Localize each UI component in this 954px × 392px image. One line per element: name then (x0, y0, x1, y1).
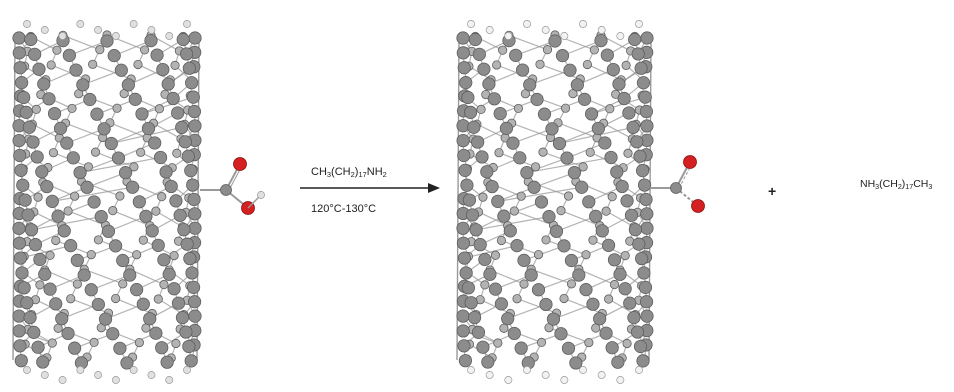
oxygen-atom (691, 199, 705, 213)
atom-set (12, 20, 202, 384)
carboxylate-group (650, 155, 705, 213)
reaction-conditions: 120°C-130°C (311, 203, 377, 215)
reaction-arrow (300, 183, 440, 193)
reagent-formula: CH3(CH2)17NH2 (311, 166, 387, 180)
plus-sign: + (768, 183, 777, 199)
nanotube-carboxylate-icon (456, 20, 705, 384)
byproduct-formula: NH3(CH2)17CH3 (860, 178, 933, 192)
oxygen-atom (233, 157, 247, 171)
nanotube-carboxylic-acid-icon (12, 20, 265, 384)
hydrogen-atom (257, 191, 265, 199)
oxygen-atom (683, 155, 697, 169)
atom-set (456, 20, 654, 384)
carboxylic-acid-group (200, 157, 265, 215)
